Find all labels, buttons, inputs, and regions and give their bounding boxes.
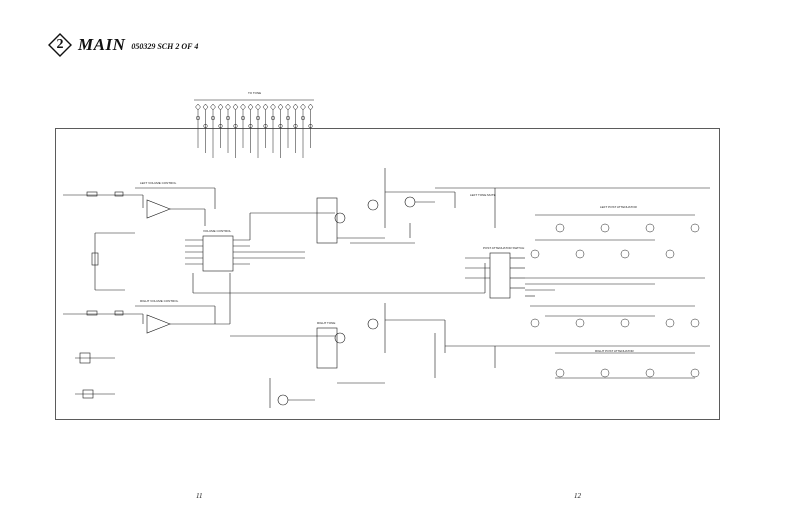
page-number-left: 11	[196, 492, 203, 500]
connector-pin	[240, 103, 246, 111]
connector-diode	[218, 123, 223, 129]
badge-number: 2	[56, 37, 64, 52]
connector-pin	[232, 103, 239, 111]
connector-pin	[307, 103, 314, 111]
transistor-array	[530, 223, 700, 378]
label-right-tone: RIGHT TONE	[317, 321, 335, 325]
sheet-header: 2 MAIN 050329 SCH 2 OF 4	[48, 33, 199, 57]
connector-pin	[262, 103, 269, 111]
connector-diode	[240, 115, 246, 121]
connector-pin	[202, 103, 209, 111]
label-right-volume: RIGHT VOLUME CONTROL	[140, 299, 179, 303]
connector-pin	[225, 103, 231, 111]
sheet-subtitle: 050329 SCH 2 OF 4	[131, 42, 199, 51]
connector-pin	[210, 103, 216, 111]
label-left-tone: LEFT TONE MUTE	[470, 193, 496, 197]
connector-diode	[270, 115, 276, 121]
connector-pin	[195, 103, 201, 111]
connector-diode	[255, 115, 261, 121]
connector-diode	[293, 123, 298, 129]
diamond-icon	[48, 33, 72, 57]
connector-pin	[300, 103, 306, 111]
connector-pin	[247, 103, 254, 111]
connector-diode	[278, 123, 283, 129]
connector-diode	[195, 115, 201, 121]
connector-pin	[292, 103, 299, 111]
label-post-attenuator-switch: POST ATTENUATOR SWITCH	[483, 246, 524, 250]
label-right-post-attenuator: RIGHT POST ATTENUATOR	[595, 349, 635, 353]
connector-diode	[233, 123, 238, 129]
connector-diode	[308, 123, 313, 129]
page-number-right: 12	[574, 492, 581, 500]
connector-diode	[300, 115, 306, 121]
tone-connector: TO TONE	[194, 91, 314, 158]
sheet-title: MAIN	[78, 35, 126, 54]
connector-diode	[285, 115, 291, 121]
connector-diode	[210, 115, 216, 121]
connector-pin	[277, 103, 284, 111]
connector-pin	[255, 103, 261, 111]
schematic-frame: LEFT VOLUME CONTROL VOLUME CONTROL RIGHT…	[55, 128, 720, 420]
label-left-post-attenuator: LEFT POST ATTENUATOR	[600, 205, 638, 209]
connector-label: TO TONE	[248, 91, 261, 95]
label-left-volume: LEFT VOLUME CONTROL	[140, 181, 177, 185]
label-volume-control: VOLUME CONTROL	[203, 229, 232, 233]
connector-diode	[203, 123, 208, 129]
connector-pin	[217, 103, 224, 111]
connector-diode	[225, 115, 231, 121]
sheet-number-badge: 2	[48, 33, 72, 57]
connector-pin	[270, 103, 276, 111]
connector-pin	[285, 103, 291, 111]
connector-diode	[263, 123, 268, 129]
connector-diode	[248, 123, 253, 129]
